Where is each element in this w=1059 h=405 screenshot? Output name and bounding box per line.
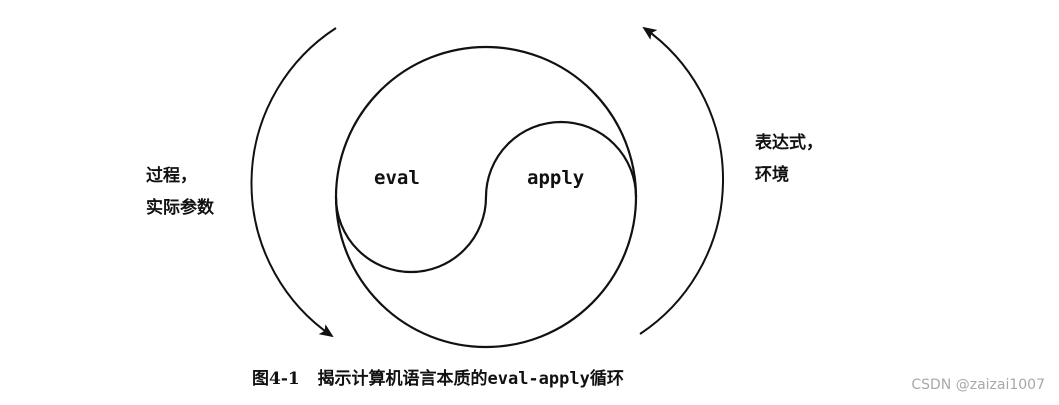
right-side-label: 表达式， 环境 xyxy=(755,127,823,191)
caption-text: 揭示计算机语言本质的 xyxy=(317,369,488,389)
eval-label: eval xyxy=(374,167,420,189)
watermark: CSDN @zaizai1007 xyxy=(911,377,1045,393)
left-arc-arrow xyxy=(250,27,337,338)
caption-code: eval-apply xyxy=(487,369,590,389)
figure-caption: 图4-1 揭示计算机语言本质的eval-apply循环 xyxy=(252,364,624,389)
left-label-line2: 实际参数 xyxy=(146,198,214,218)
caption-suffix: 循环 xyxy=(589,369,624,389)
right-label-line1: 表达式， xyxy=(755,133,823,153)
right-label-line2: 环境 xyxy=(755,165,789,185)
left-side-label: 过程， 实际参数 xyxy=(146,160,214,224)
left-label-line1: 过程， xyxy=(146,166,197,186)
right-arc-arrow xyxy=(639,26,725,335)
apply-label: apply xyxy=(527,167,584,189)
figure-number: 图4-1 xyxy=(252,369,300,389)
s-curve-divider xyxy=(334,120,638,274)
